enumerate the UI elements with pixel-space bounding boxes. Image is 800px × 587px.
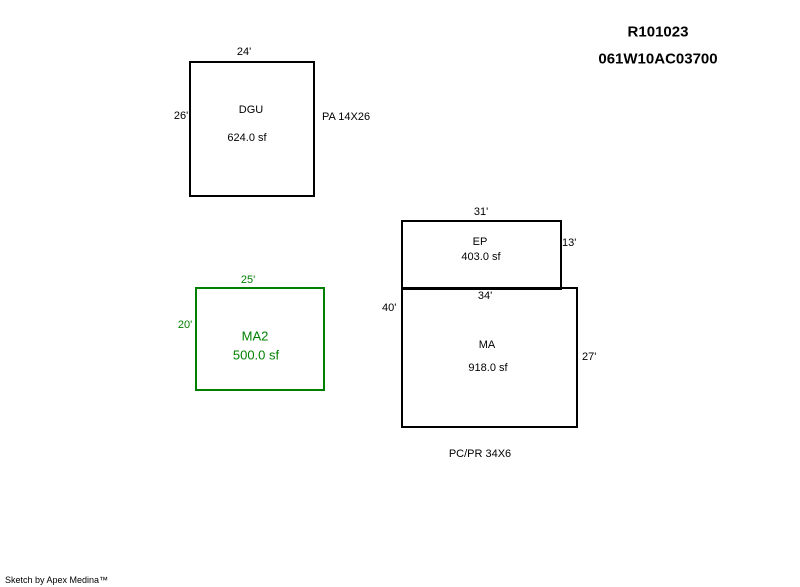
dgu-note: PA 14X26 xyxy=(322,111,371,123)
ma-label: MA xyxy=(478,339,496,351)
dgu-label: DGU xyxy=(238,104,264,116)
ma-left-dimension: 40' xyxy=(382,302,397,314)
ma2-area xyxy=(195,287,325,391)
ma2-area-value: 500.0 sf xyxy=(232,347,280,363)
parcel-id: 061W10AC03700 xyxy=(598,50,718,68)
sketch-credit: Sketch by Apex Medina™ xyxy=(5,575,109,585)
ma2-top-dimension: 25' xyxy=(240,274,256,286)
ma-top-dimension: 34' xyxy=(477,290,493,302)
ep-label: EP xyxy=(472,236,488,248)
ma-area-value: 918.0 sf xyxy=(468,362,508,374)
ep-area-value: 403.0 sf xyxy=(461,251,501,263)
ma2-label: MA2 xyxy=(241,328,269,344)
ep-area xyxy=(401,220,562,290)
dgu-area-value: 624.0 sf xyxy=(227,132,267,144)
ma-note: PC/PR 34X6 xyxy=(448,448,512,460)
dgu-area xyxy=(189,61,315,197)
ma-area xyxy=(401,287,578,428)
record-id: R101023 xyxy=(627,23,689,41)
ma2-side-dimension: 20' xyxy=(177,319,193,331)
ep-top-dimension: 31' xyxy=(473,206,489,218)
ep-side-dimension: 13' xyxy=(562,237,577,249)
dgu-side-dimension: 26' xyxy=(173,110,189,122)
ma-side-dimension: 27' xyxy=(582,351,597,363)
dgu-top-dimension: 24' xyxy=(236,46,252,58)
